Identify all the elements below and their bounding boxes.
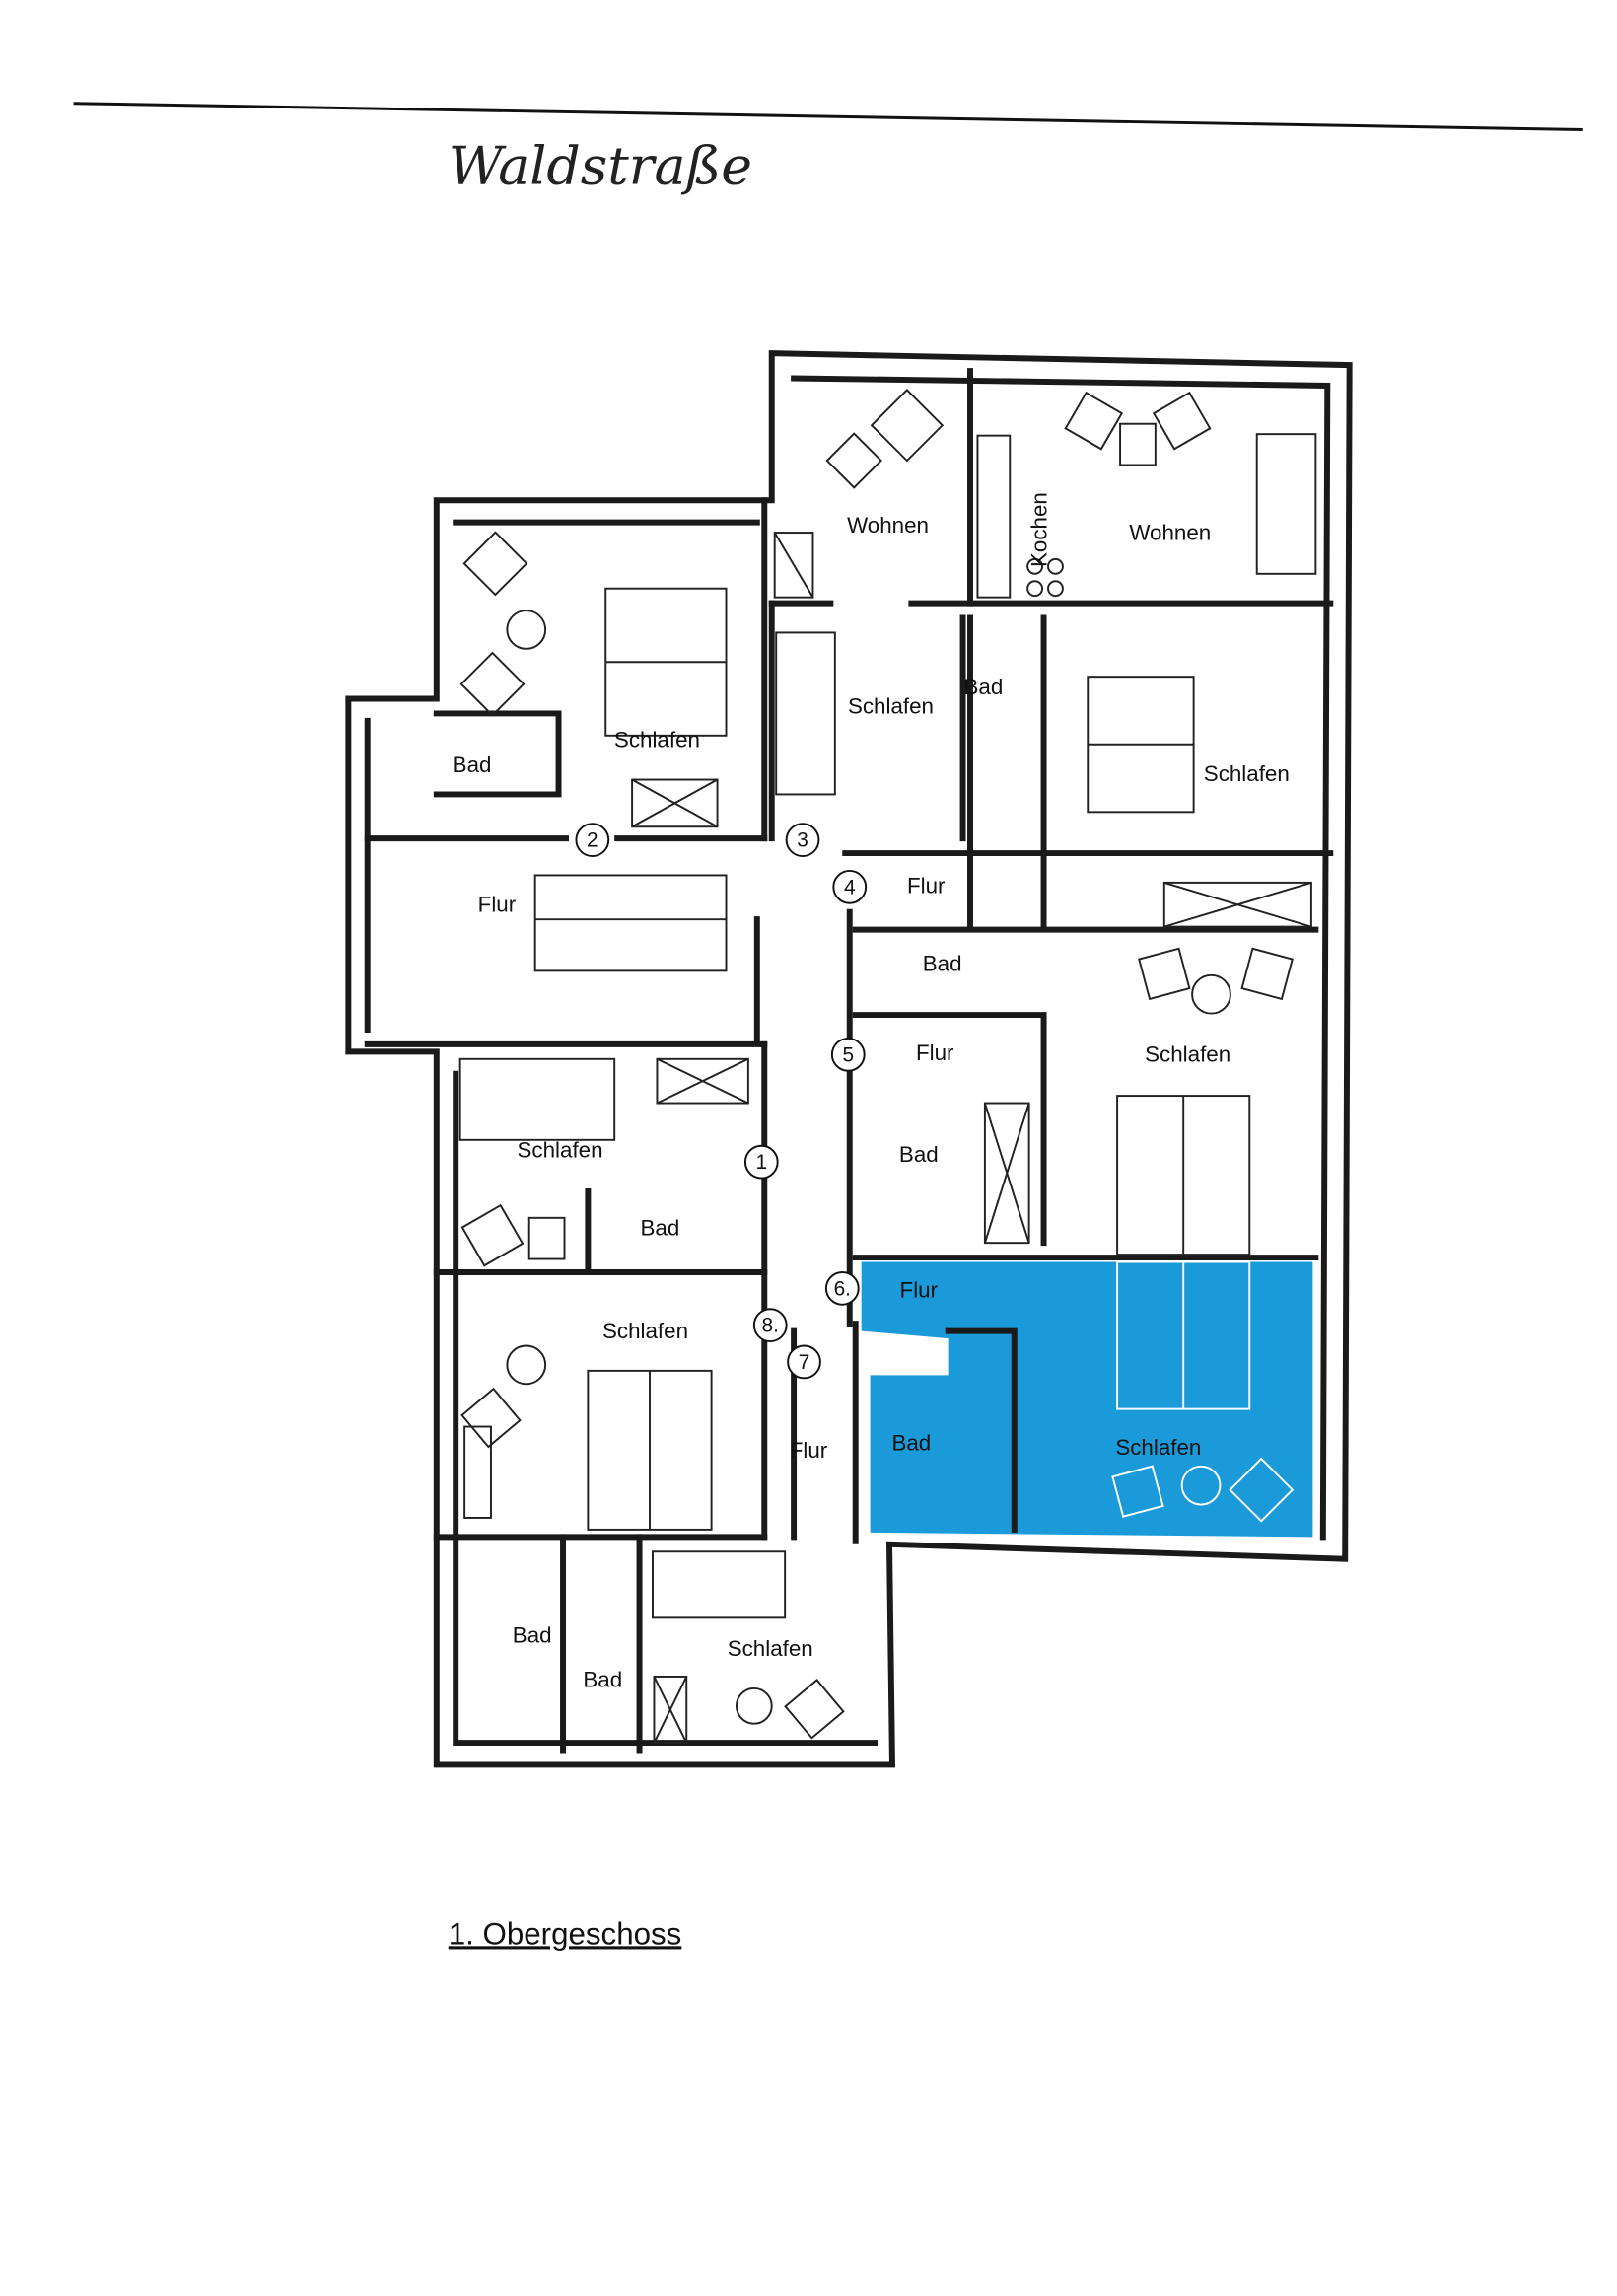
room-label: Schlafen [728,1636,813,1661]
room-label: Kochen [1026,492,1051,567]
unit-number: 6. [834,1277,851,1300]
unit-number: 7 [799,1351,810,1374]
unit-number: 1 [755,1151,767,1174]
room-label: Flur [478,893,517,917]
unit-number: 3 [797,829,808,852]
room-label: Flur [900,1277,939,1302]
highlighted-apartment [861,1261,1313,1538]
room-label: Flur [790,1438,828,1463]
room-label: Schlafen [1204,761,1290,786]
outer-walls [345,350,1353,1768]
room-label: Wohnen [1129,520,1211,544]
unit-number: 5 [842,1043,854,1066]
floor-plan [345,350,1353,1768]
room-label: Schlafen [614,728,700,753]
room-labels: Wohnen Kochen Wohnen Schlafen Bad Schlaf… [453,492,1290,1691]
unit-number: 4 [844,876,856,898]
room-label: Schlafen [602,1319,688,1343]
floor-subtitle: 1. Obergeschoss [449,1916,682,1951]
page-title: Waldstraße [449,135,752,197]
room-label: Flur [916,1040,954,1065]
room-label: Bad [964,675,1004,699]
room-label: Bad [641,1216,680,1241]
room-label: Wohnen [847,513,929,538]
room-label: Bad [583,1667,622,1691]
inner-outline [364,375,1331,1747]
furniture [458,389,1317,1745]
header-rule [73,102,1583,132]
room-label: Bad [513,1623,552,1648]
unit-number: 8. [762,1315,779,1337]
room-label: Schlafen [518,1138,603,1163]
room-label: Bad [899,1142,939,1167]
room-label: Schlafen [848,693,934,718]
room-label: Bad [453,753,492,777]
room-label: Bad [891,1430,931,1455]
room-label: Schlafen [1115,1435,1201,1460]
room-label: Flur [907,873,946,897]
room-label: Bad [923,951,962,975]
unit-numbers: 1 2 3 4 5 6. 7 8. [587,829,856,1374]
unit-number-markers [575,823,868,1380]
room-label: Schlafen [1145,1042,1230,1067]
unit-number: 2 [587,829,598,852]
interior-walls [364,368,1334,1754]
